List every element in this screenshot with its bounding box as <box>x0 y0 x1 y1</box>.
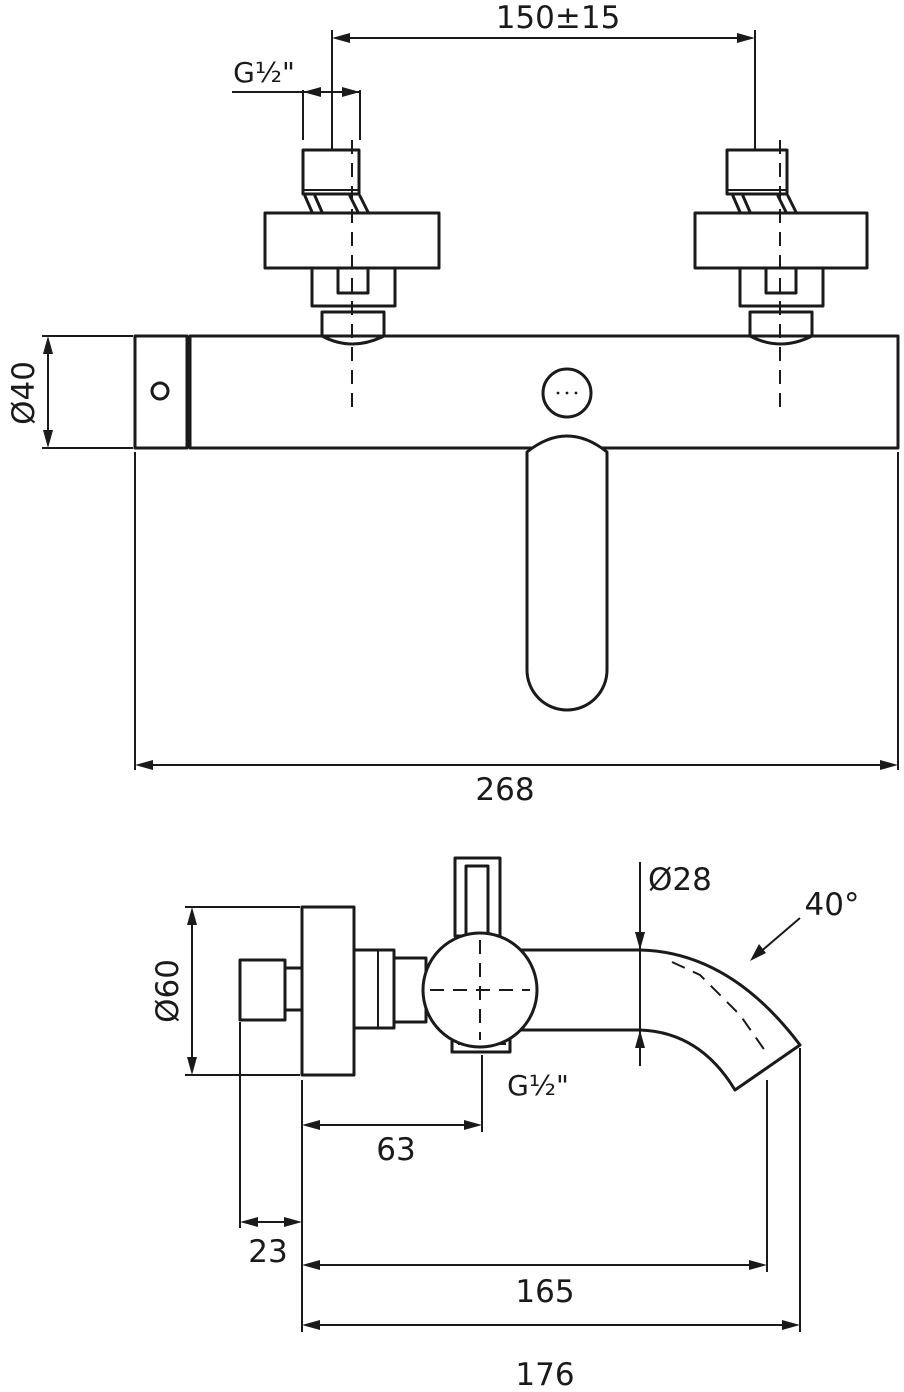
label-inlet-spacing: 150±15 <box>496 0 621 36</box>
dim-outlet-offset: 63 <box>302 1055 483 1168</box>
dim-body-diameter: Ø40 <box>6 335 133 449</box>
dim-thread-top: G½" <box>232 56 361 140</box>
label-total-depth: 176 <box>515 1357 574 1392</box>
dim-total-width: 268 <box>134 452 899 808</box>
label-spout-angle: 40° <box>805 887 860 923</box>
label-flange-diameter: Ø60 <box>150 959 186 1023</box>
label-body-diameter: Ø40 <box>6 361 42 425</box>
label-spout-reach: 165 <box>515 1274 574 1310</box>
dim-spout-diameter: Ø28 <box>635 862 712 1066</box>
dim-spout-reach: 165 <box>302 1080 768 1310</box>
spout-front <box>525 434 609 712</box>
right-inlet <box>693 140 869 415</box>
wall-flange <box>300 905 356 1077</box>
control-button <box>541 367 593 419</box>
left-inlet <box>263 140 441 415</box>
label-spout-diameter: Ø28 <box>648 862 712 898</box>
inlet-stub <box>238 958 304 1022</box>
front-view: 150±15 G½" Ø40 268 <box>6 0 900 808</box>
label-outlet-offset: 63 <box>376 1132 415 1168</box>
label-inlet-length: 23 <box>248 1234 287 1270</box>
dim-flange-diameter: Ø60 <box>150 906 300 1076</box>
dim-total-depth: 176 <box>301 1048 801 1392</box>
side-knob-hole <box>150 381 170 401</box>
coupling <box>352 948 428 1030</box>
label-thread-top: G½" <box>233 56 295 89</box>
dim-inlet-length: 23 <box>239 1022 302 1270</box>
dim-inlet-spacing: 150±15 <box>331 0 756 150</box>
dim-spout-angle: 40° <box>750 887 859 961</box>
side-view: Ø28 40° Ø60 G½" 63 <box>150 856 859 1392</box>
label-total-width: 268 <box>475 772 534 808</box>
label-thread-bottom: G½" <box>507 1069 569 1102</box>
mixer-body <box>133 334 900 450</box>
control-lever <box>453 856 502 938</box>
